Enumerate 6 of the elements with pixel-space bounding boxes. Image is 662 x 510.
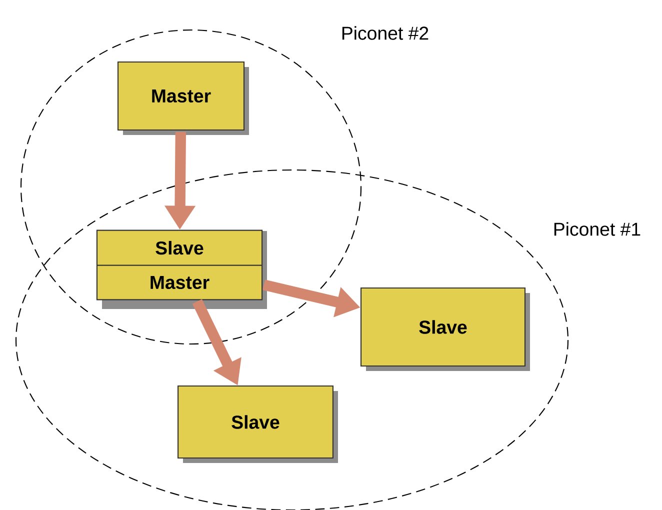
device-box: Slave [178,385,338,463]
device-box: Slave Master [96,230,267,309]
node-label: Piconet #1 [554,222,640,236]
device-box: Slave [360,287,530,371]
node-label: Piconet #2 [342,26,428,40]
device-box: Master [117,61,249,135]
